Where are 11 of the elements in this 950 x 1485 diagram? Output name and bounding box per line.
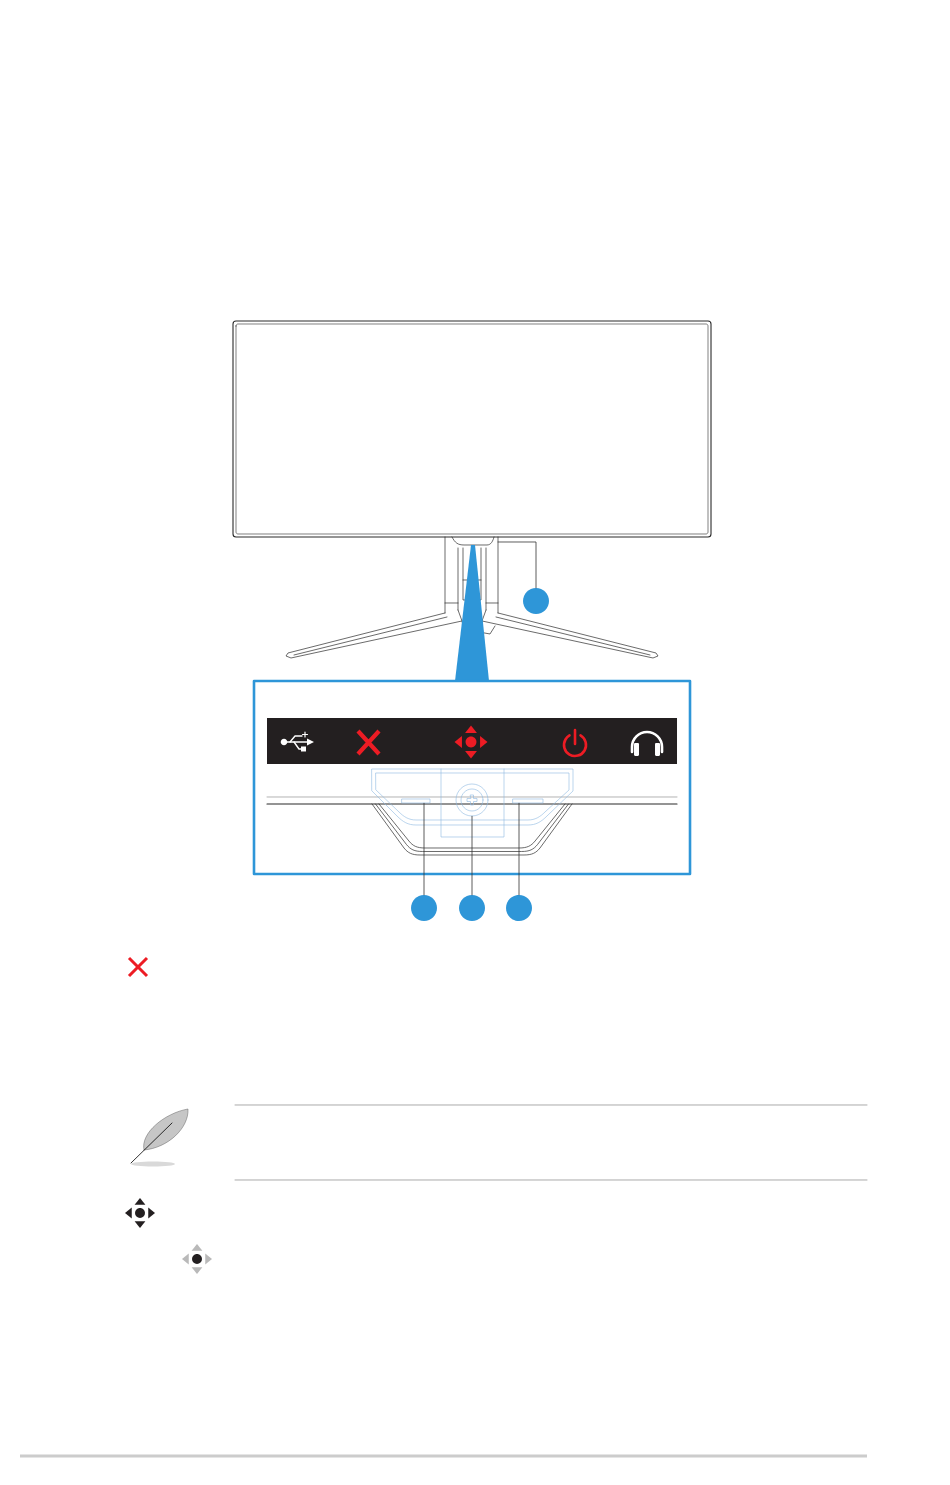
button-slot [512,798,544,804]
callout-circle [411,895,437,921]
callout-circle [506,895,532,921]
callout-circle [523,588,549,614]
leader-line [471,815,473,896]
callout-circle [459,895,485,921]
button-slot [401,798,431,804]
leader-line [423,802,425,896]
joystick-ring [455,783,489,817]
leader-line [497,541,537,589]
leader-line [518,802,520,896]
